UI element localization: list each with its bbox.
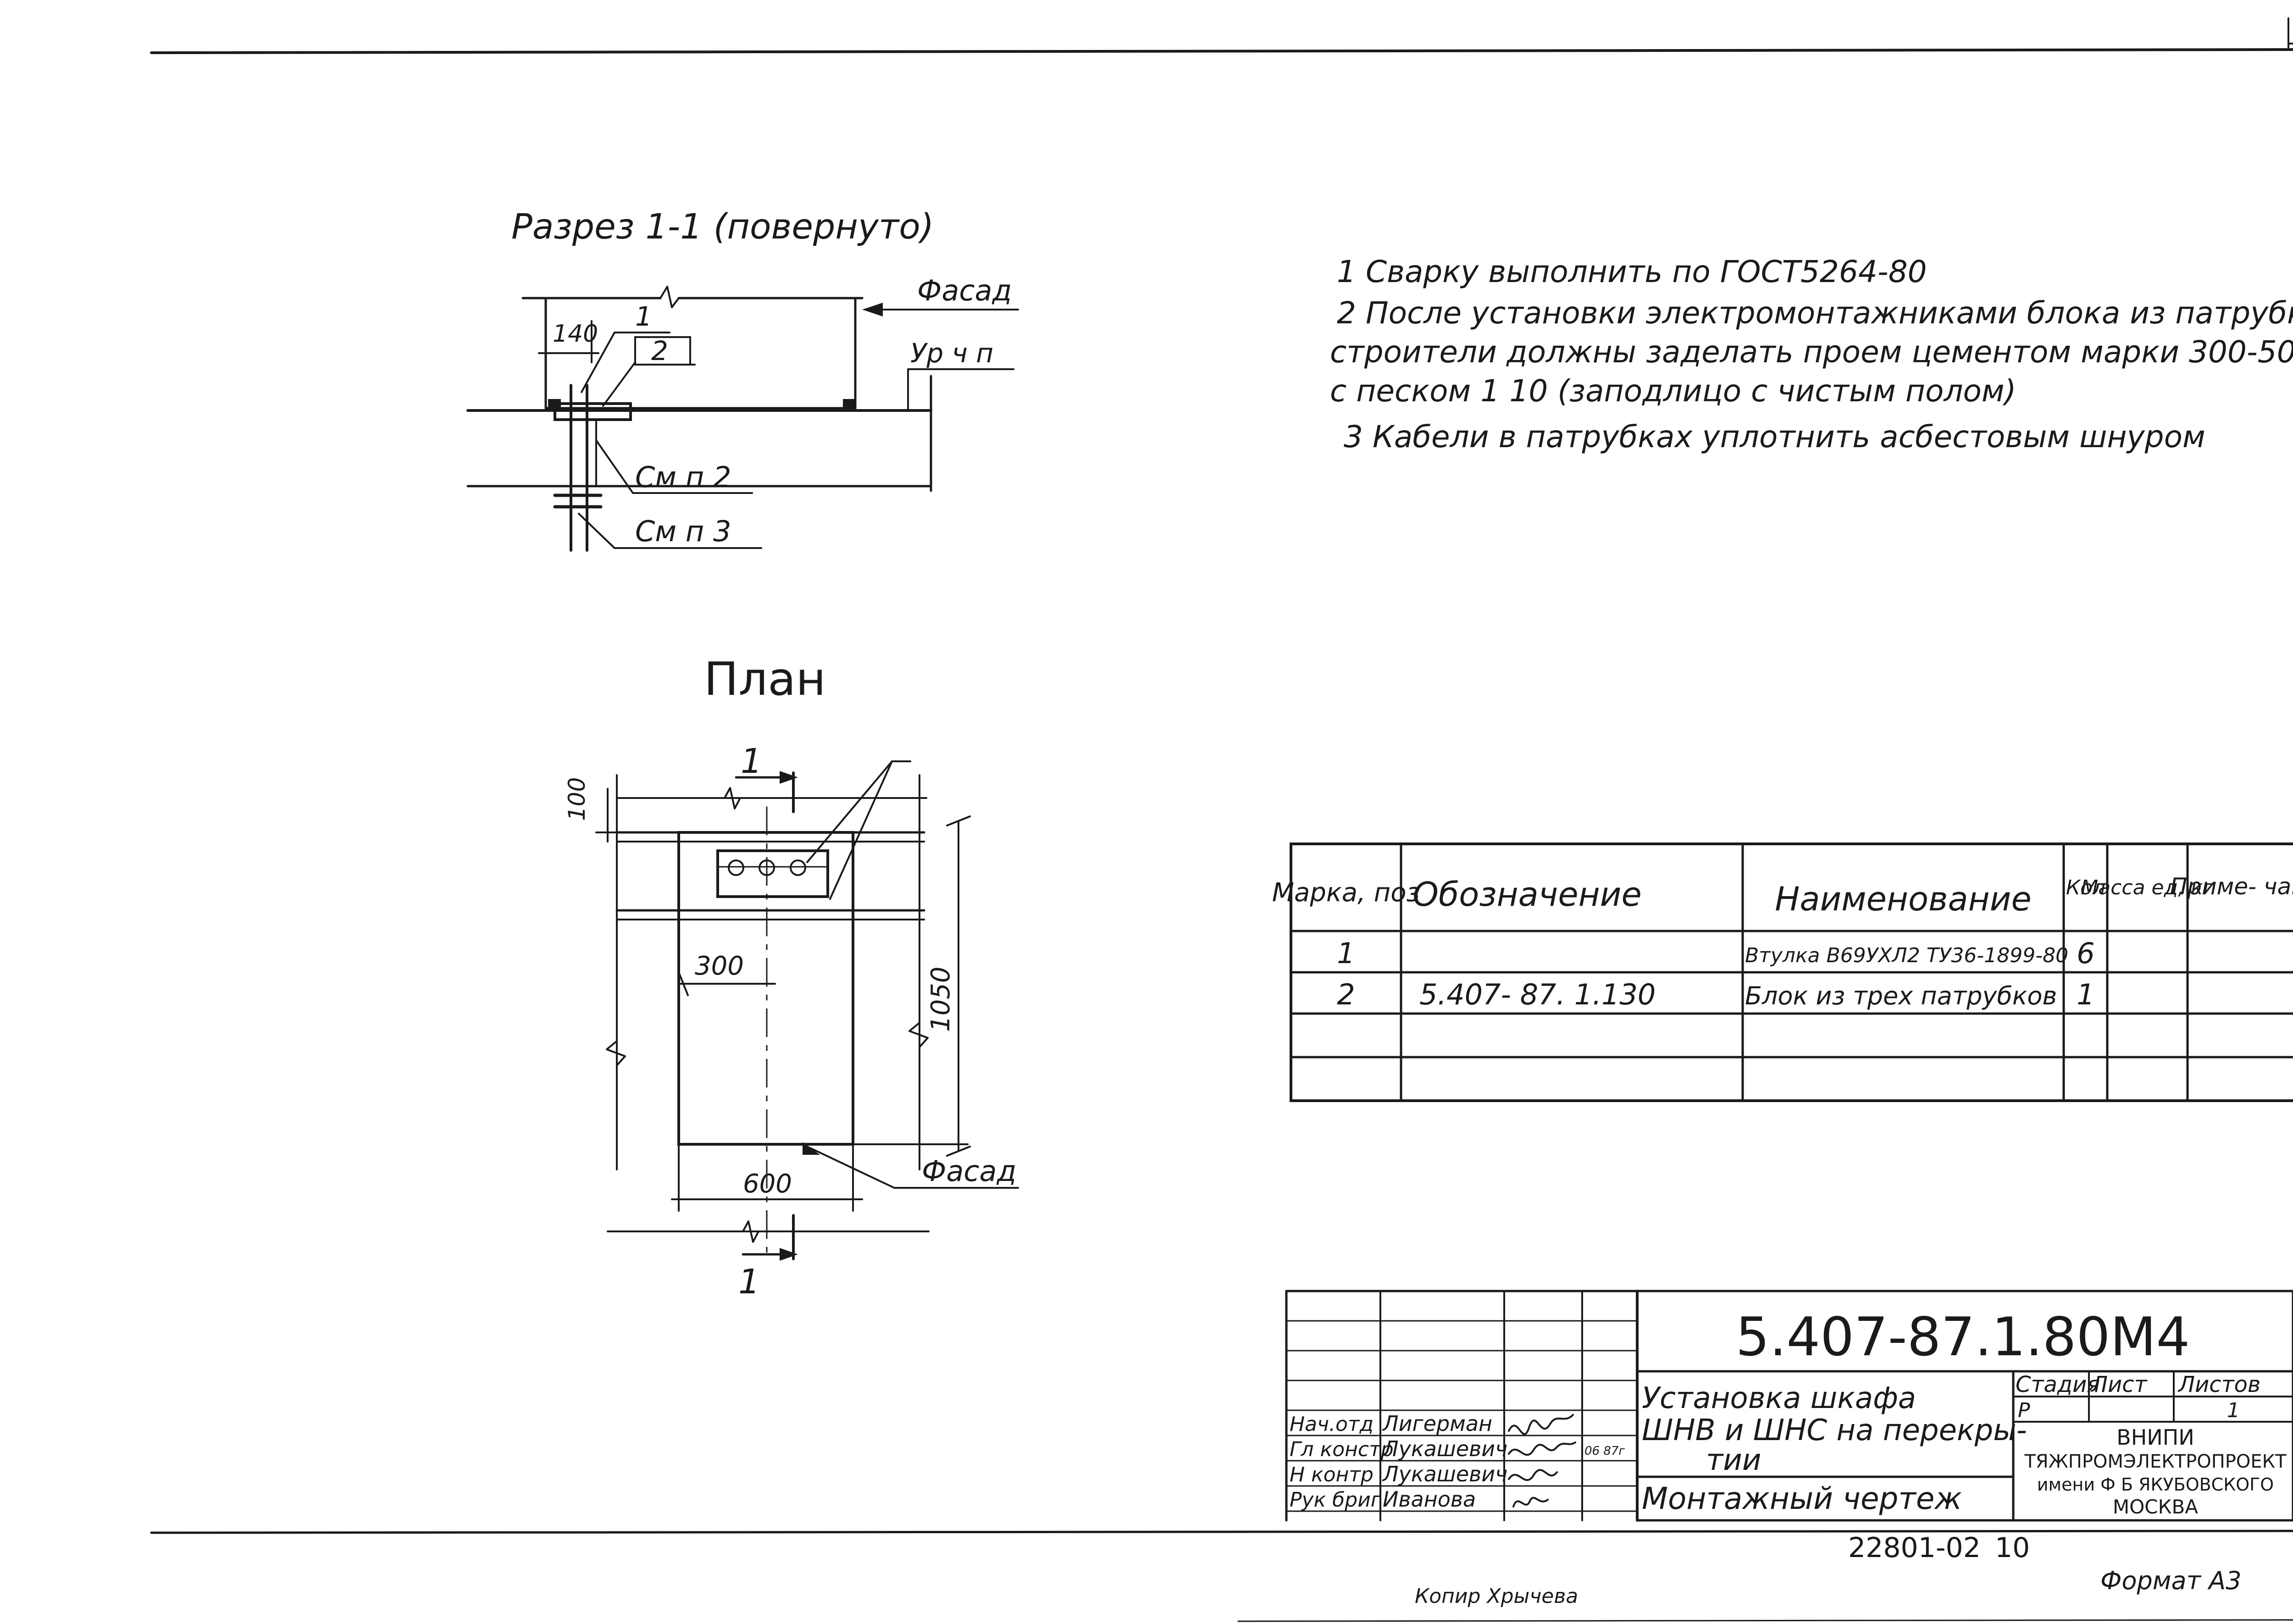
signer-role: Нач.отд	[1290, 1413, 1374, 1436]
plan-dim-600: 600	[743, 1169, 792, 1199]
signer-name: Лигерман	[1382, 1411, 1492, 1436]
copied-by: Копир Хрычева	[1415, 1585, 1578, 1608]
title-line-1: Установка шкафа	[1642, 1381, 1916, 1415]
title-line-3: тии	[1706, 1443, 1761, 1477]
cell-name: Втулка В69УХЛ2 ТУ36-1899-80	[1745, 944, 2068, 967]
signature-mark	[1508, 1441, 1576, 1456]
header-name: Наименование	[1775, 880, 2032, 918]
note-1: 1 Сварку выполнить по ГОСТ5264-80	[1337, 254, 1927, 289]
note-2-cont-a: строители должны заделать проем цементом…	[1330, 334, 2293, 370]
header-mark: Марка, поз	[1272, 878, 1420, 908]
note-3: 3 Кабели в патрубках уплотнить асбестовы…	[1344, 419, 2205, 454]
archive-number: 22801-02	[1848, 1532, 1981, 1564]
signer-date: 06 87г	[1584, 1444, 1625, 1458]
header-designation: Обозначение	[1412, 875, 1642, 914]
sheets-header: Листов	[2177, 1372, 2260, 1397]
signer-name: Лукашевич	[1382, 1462, 1507, 1486]
plan-view: План 1 100 300	[564, 652, 1019, 1302]
title-line-2: ШНВ и ШНС на перекры-	[1642, 1413, 2027, 1447]
sheet-format: Формат А3	[2100, 1566, 2242, 1595]
section-floor-label: Ур ч п	[910, 338, 993, 369]
signature-mark	[1512, 1497, 1549, 1508]
plan-dim-100: 100	[564, 777, 590, 821]
org-line-1: ВНИПИ	[2116, 1425, 2194, 1450]
cell-qty: 6	[2077, 937, 2094, 970]
stage-value: Р	[2018, 1399, 2030, 1422]
section-dim-140: 140	[553, 320, 598, 348]
signer-row: Н контр Лукашевич	[1290, 1462, 1558, 1486]
signer-row: Рук бриг Иванова	[1290, 1487, 1549, 1512]
cell-designation: 5.407- 87. 1.130	[1419, 978, 1656, 1011]
spec-table: Марка, поз Обозначение Наименование Кол …	[1272, 842, 2293, 1102]
drawing-type: Монтажный чертеж	[1642, 1481, 1962, 1516]
table-row: 2 5.407- 87. 1.130 Блок из трех патрубко…	[1337, 978, 2094, 1011]
signer-name: Иванова	[1383, 1487, 1476, 1512]
signer-row: Гл констр Лукашевич 06 87г	[1290, 1436, 1625, 1461]
sheets-value: 1	[2227, 1399, 2240, 1422]
header-mass: Масса ед, кг	[2081, 876, 2214, 899]
plan-section-mark-top: 1	[741, 742, 762, 781]
signer-row: Нач.отд Лигерман	[1290, 1411, 1574, 1436]
notes-block: 1 Сварку выполнить по ГОСТ5264-80 2 Посл…	[1330, 254, 2293, 454]
sheet-frame	[150, 17, 2293, 1622]
org-line-2: ТЯЖПРОМЭЛЕКТРОПРОЕКТ	[2024, 1451, 2287, 1472]
org-line-3: имени Ф Б ЯКУБОВСКОГО	[2037, 1474, 2274, 1495]
signer-name: Лукашевич	[1382, 1436, 1507, 1461]
section-title: Разрез 1-1 (повернуто)	[511, 206, 934, 247]
plan-section-mark-bottom: 1	[738, 1262, 760, 1302]
archive-suffix: 10	[1995, 1532, 2030, 1564]
org-line-4: МОСКВА	[2113, 1496, 2198, 1518]
signature-mark	[1508, 1469, 1558, 1481]
section-pos-2: 2	[651, 335, 668, 366]
doc-code: 5.407-87.1.80М4	[1736, 1306, 2190, 1368]
plan-title: План	[704, 652, 826, 706]
section-ref-p2: См п 2	[635, 460, 731, 494]
header-qty: Кол	[2066, 876, 2105, 899]
plan-dim-300: 300	[695, 951, 744, 981]
section-view: Разрез 1-1 (повернуто) 140 1 2	[466, 206, 1019, 552]
section-pos-1: 1	[635, 301, 652, 332]
cell-mark: 2	[1337, 978, 1355, 1011]
table-row: 1 Втулка В69УХЛ2 ТУ36-1899-80 6	[1337, 937, 2094, 970]
plan-facade-label: Фасад	[922, 1154, 1016, 1188]
plan-dim-1050: 1050	[926, 966, 956, 1032]
sheet-header: Лист	[2090, 1372, 2148, 1397]
note-2: 2 После установки электромонтажниками бл…	[1337, 295, 2293, 331]
cell-name: Блок из трех патрубков	[1745, 981, 2057, 1010]
section-ref-p3: См п 3	[635, 515, 731, 548]
note-2-cont-b: с песком 1 10 (заподлицо с чистым полом)	[1330, 373, 2016, 409]
cell-mark: 1	[1337, 937, 1355, 970]
signer-role: Гл констр	[1290, 1438, 1394, 1461]
title-block: Нач.отд Лигерман Гл констр Лукашевич 06 …	[1285, 1290, 2293, 1564]
cell-qty: 1	[2077, 978, 2094, 1011]
section-facade-label: Фасад	[917, 274, 1012, 307]
signature-mark	[1508, 1414, 1574, 1435]
signer-role: Н контр	[1290, 1463, 1374, 1486]
header-note: Приме- чание	[2170, 873, 2293, 900]
signer-role: Рук бриг	[1290, 1488, 1382, 1512]
stage-header: Стадия	[2016, 1372, 2100, 1397]
